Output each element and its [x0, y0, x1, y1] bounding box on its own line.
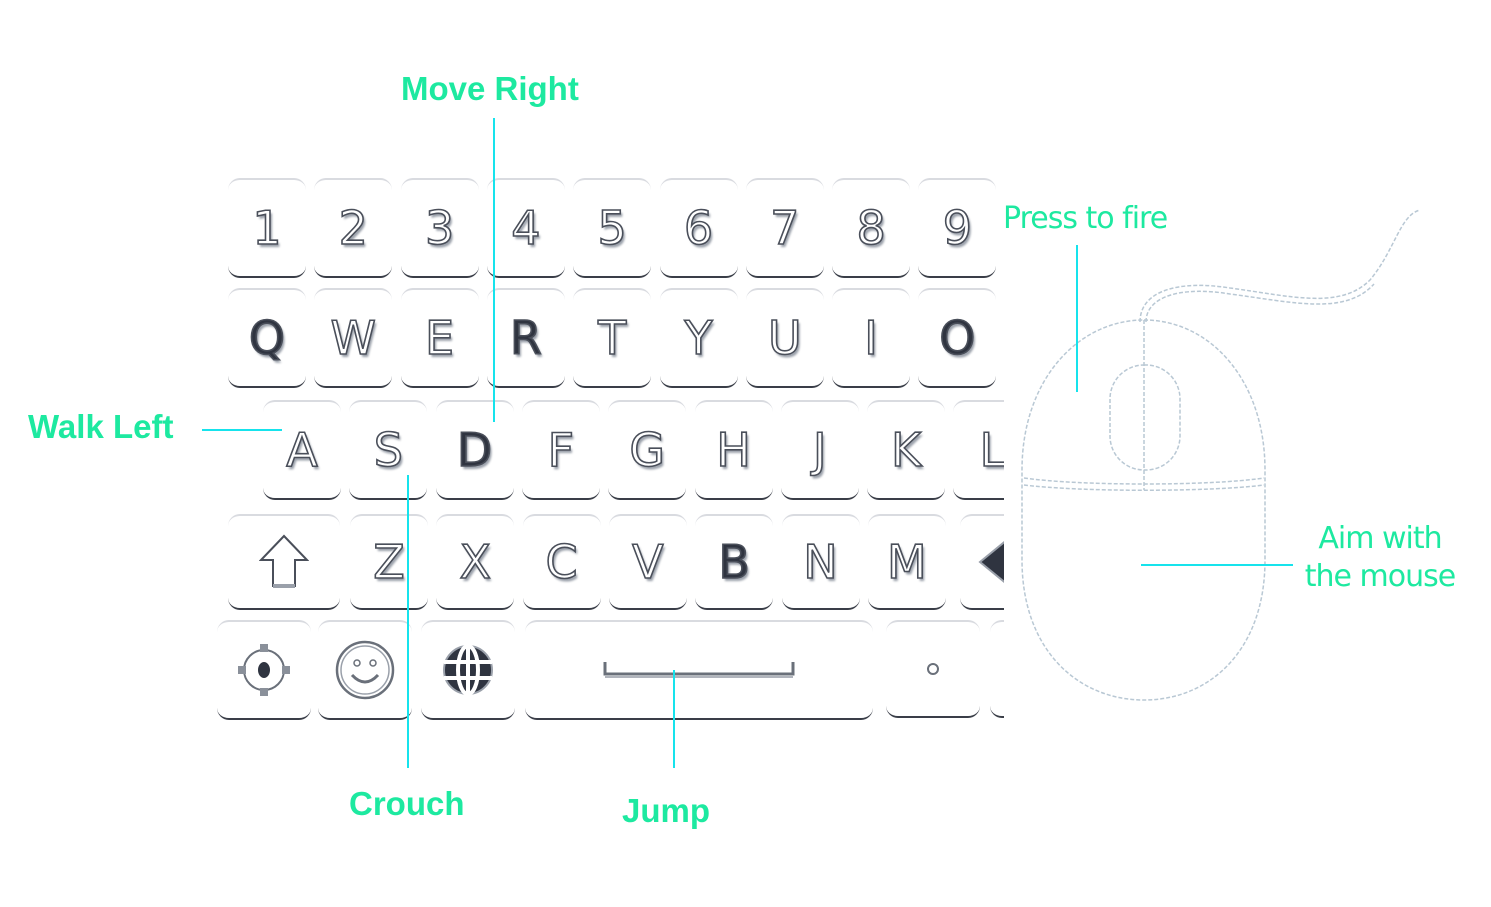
key-1[interactable]: 1	[228, 178, 306, 278]
key-s[interactable]: S	[349, 400, 428, 500]
leader-line-walk-left	[202, 429, 282, 431]
smiley-icon	[335, 640, 395, 700]
key-settings[interactable]	[217, 620, 311, 720]
key-n[interactable]: N	[781, 514, 860, 610]
label-aim: Aim with the mouse	[1300, 520, 1460, 596]
key-language[interactable]	[421, 620, 515, 720]
key-3[interactable]: 3	[400, 178, 479, 278]
key-8[interactable]: 8	[832, 178, 911, 278]
key-l[interactable]: L	[953, 400, 1004, 500]
label-crouch: Crouch	[349, 785, 465, 822]
mouse-body	[1021, 319, 1266, 701]
key-2[interactable]: 2	[314, 178, 393, 278]
key-5[interactable]: 5	[573, 178, 652, 278]
leader-line-crouch	[407, 475, 409, 768]
space-bar-icon	[603, 662, 795, 678]
key-v[interactable]: V	[608, 514, 687, 610]
period-icon	[927, 663, 939, 675]
key-r[interactable]: R	[486, 288, 565, 388]
label-move-right: Move Right	[401, 70, 579, 107]
label-press-to-fire: Press to fire	[1003, 201, 1168, 236]
key-j[interactable]: J	[780, 400, 859, 500]
key-g[interactable]: G	[608, 400, 687, 500]
key-m[interactable]: M	[867, 514, 946, 610]
label-walk-left: Walk Left	[28, 408, 174, 445]
key-w[interactable]: W	[314, 288, 393, 388]
key-a[interactable]: A	[263, 400, 341, 500]
key-b[interactable]: B	[695, 514, 774, 610]
mouse-cord	[1139, 209, 1421, 323]
key-u[interactable]: U	[745, 288, 824, 388]
key-o[interactable]: O	[918, 288, 997, 388]
key-4[interactable]: 4	[486, 178, 565, 278]
scroll-wheel[interactable]	[1109, 364, 1181, 471]
mouse-left-right-divider	[1023, 484, 1265, 491]
key-t[interactable]: T	[573, 288, 652, 388]
key-e[interactable]: E	[400, 288, 479, 388]
shift-arrow-icon	[259, 534, 309, 588]
key-f[interactable]: F	[521, 400, 600, 500]
key-period[interactable]	[886, 620, 980, 718]
key-z[interactable]: Z	[350, 514, 428, 610]
key-x[interactable]: X	[436, 514, 515, 610]
leader-line-jump	[673, 670, 675, 768]
leader-line-aim	[1141, 564, 1293, 566]
globe-icon	[443, 644, 493, 696]
key-emoji[interactable]	[318, 620, 412, 720]
key-6[interactable]: 6	[659, 178, 738, 278]
key-c[interactable]: C	[522, 514, 601, 610]
leader-line-move-right	[493, 118, 495, 422]
label-jump: Jump	[622, 792, 711, 829]
key-h[interactable]: H	[694, 400, 773, 500]
key-k[interactable]: K	[867, 400, 946, 500]
key-backspace[interactable]	[960, 514, 1004, 610]
key-q[interactable]: Q	[228, 288, 306, 388]
key-i[interactable]: I	[832, 288, 911, 388]
label-aim-line2: the mouse	[1304, 559, 1456, 594]
key-return[interactable]	[990, 620, 1004, 718]
leader-line-fire	[1076, 245, 1078, 392]
key-d[interactable]: D	[435, 400, 514, 500]
label-aim-line1: Aim with	[1318, 521, 1442, 556]
key-shift[interactable]	[228, 514, 340, 610]
backspace-icon	[978, 540, 1004, 584]
key-9[interactable]: 9	[918, 178, 997, 278]
key-space[interactable]	[525, 620, 873, 720]
gear-icon	[238, 644, 290, 696]
key-7[interactable]: 7	[745, 178, 824, 278]
key-y[interactable]: Y	[659, 288, 738, 388]
